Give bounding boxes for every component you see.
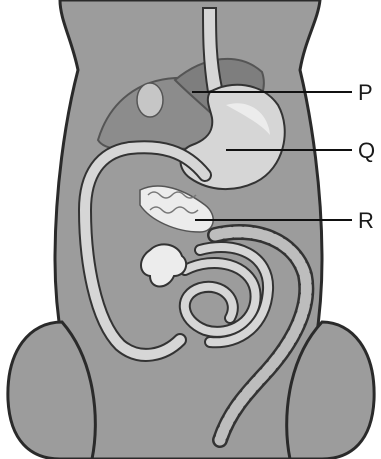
gall-bladder — [137, 83, 163, 117]
label-p: P — [358, 80, 373, 105]
small-intestine-coils — [185, 247, 268, 342]
label-r: R — [358, 208, 374, 233]
label-q: Q — [358, 138, 375, 163]
